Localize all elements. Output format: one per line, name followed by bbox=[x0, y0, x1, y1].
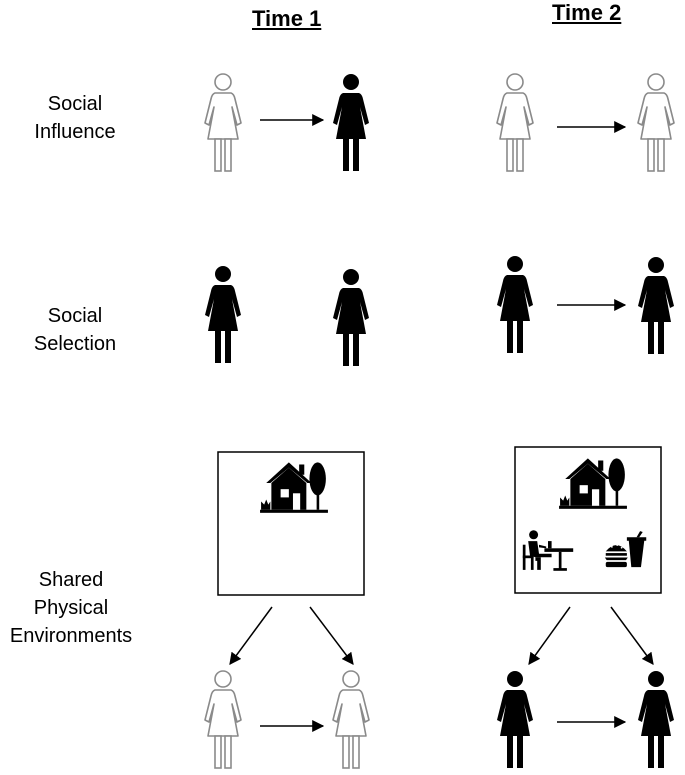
environment-box-time-2 bbox=[514, 446, 662, 594]
environment-box-time-1 bbox=[217, 451, 365, 596]
row-label-line: Environments bbox=[9, 625, 133, 647]
outline-person-icon bbox=[204, 73, 242, 172]
person-at-table-icon bbox=[522, 530, 574, 571]
outline-person-icon bbox=[332, 670, 370, 769]
arrow bbox=[309, 606, 354, 665]
row-label-line: Influence bbox=[34, 121, 116, 143]
outline-person-icon bbox=[496, 73, 534, 172]
column-title-time-1: Time 1 bbox=[252, 6, 322, 31]
arrow bbox=[610, 606, 654, 665]
filled-person-icon bbox=[333, 74, 369, 171]
filled-person-icon bbox=[497, 671, 533, 768]
row-label-social-influence: Social Influence bbox=[20, 90, 130, 146]
row-label-line: Physical bbox=[33, 597, 109, 619]
arrow bbox=[528, 606, 571, 665]
row-label-line: Social bbox=[47, 305, 103, 327]
column-title-time-2: Time 2 bbox=[552, 0, 622, 25]
filled-person-icon bbox=[205, 266, 241, 363]
house-tree-icon bbox=[559, 458, 627, 509]
row-label-line: Shared bbox=[38, 569, 104, 591]
fast-food-icon bbox=[604, 531, 647, 568]
row-label-shared-physical-environments: Shared Physical Environments bbox=[0, 566, 142, 650]
row-label-social-selection: Social Selection bbox=[20, 302, 130, 358]
row-label-line: Selection bbox=[33, 333, 117, 355]
house-tree-icon bbox=[260, 462, 328, 513]
filled-person-icon bbox=[497, 256, 533, 353]
row-label-line: Social bbox=[47, 93, 103, 115]
filled-person-icon bbox=[333, 269, 369, 366]
filled-person-icon bbox=[638, 257, 674, 354]
outline-person-icon bbox=[637, 73, 675, 172]
arrow bbox=[229, 606, 273, 665]
outline-person-icon bbox=[204, 670, 242, 769]
filled-person-icon bbox=[638, 671, 674, 768]
